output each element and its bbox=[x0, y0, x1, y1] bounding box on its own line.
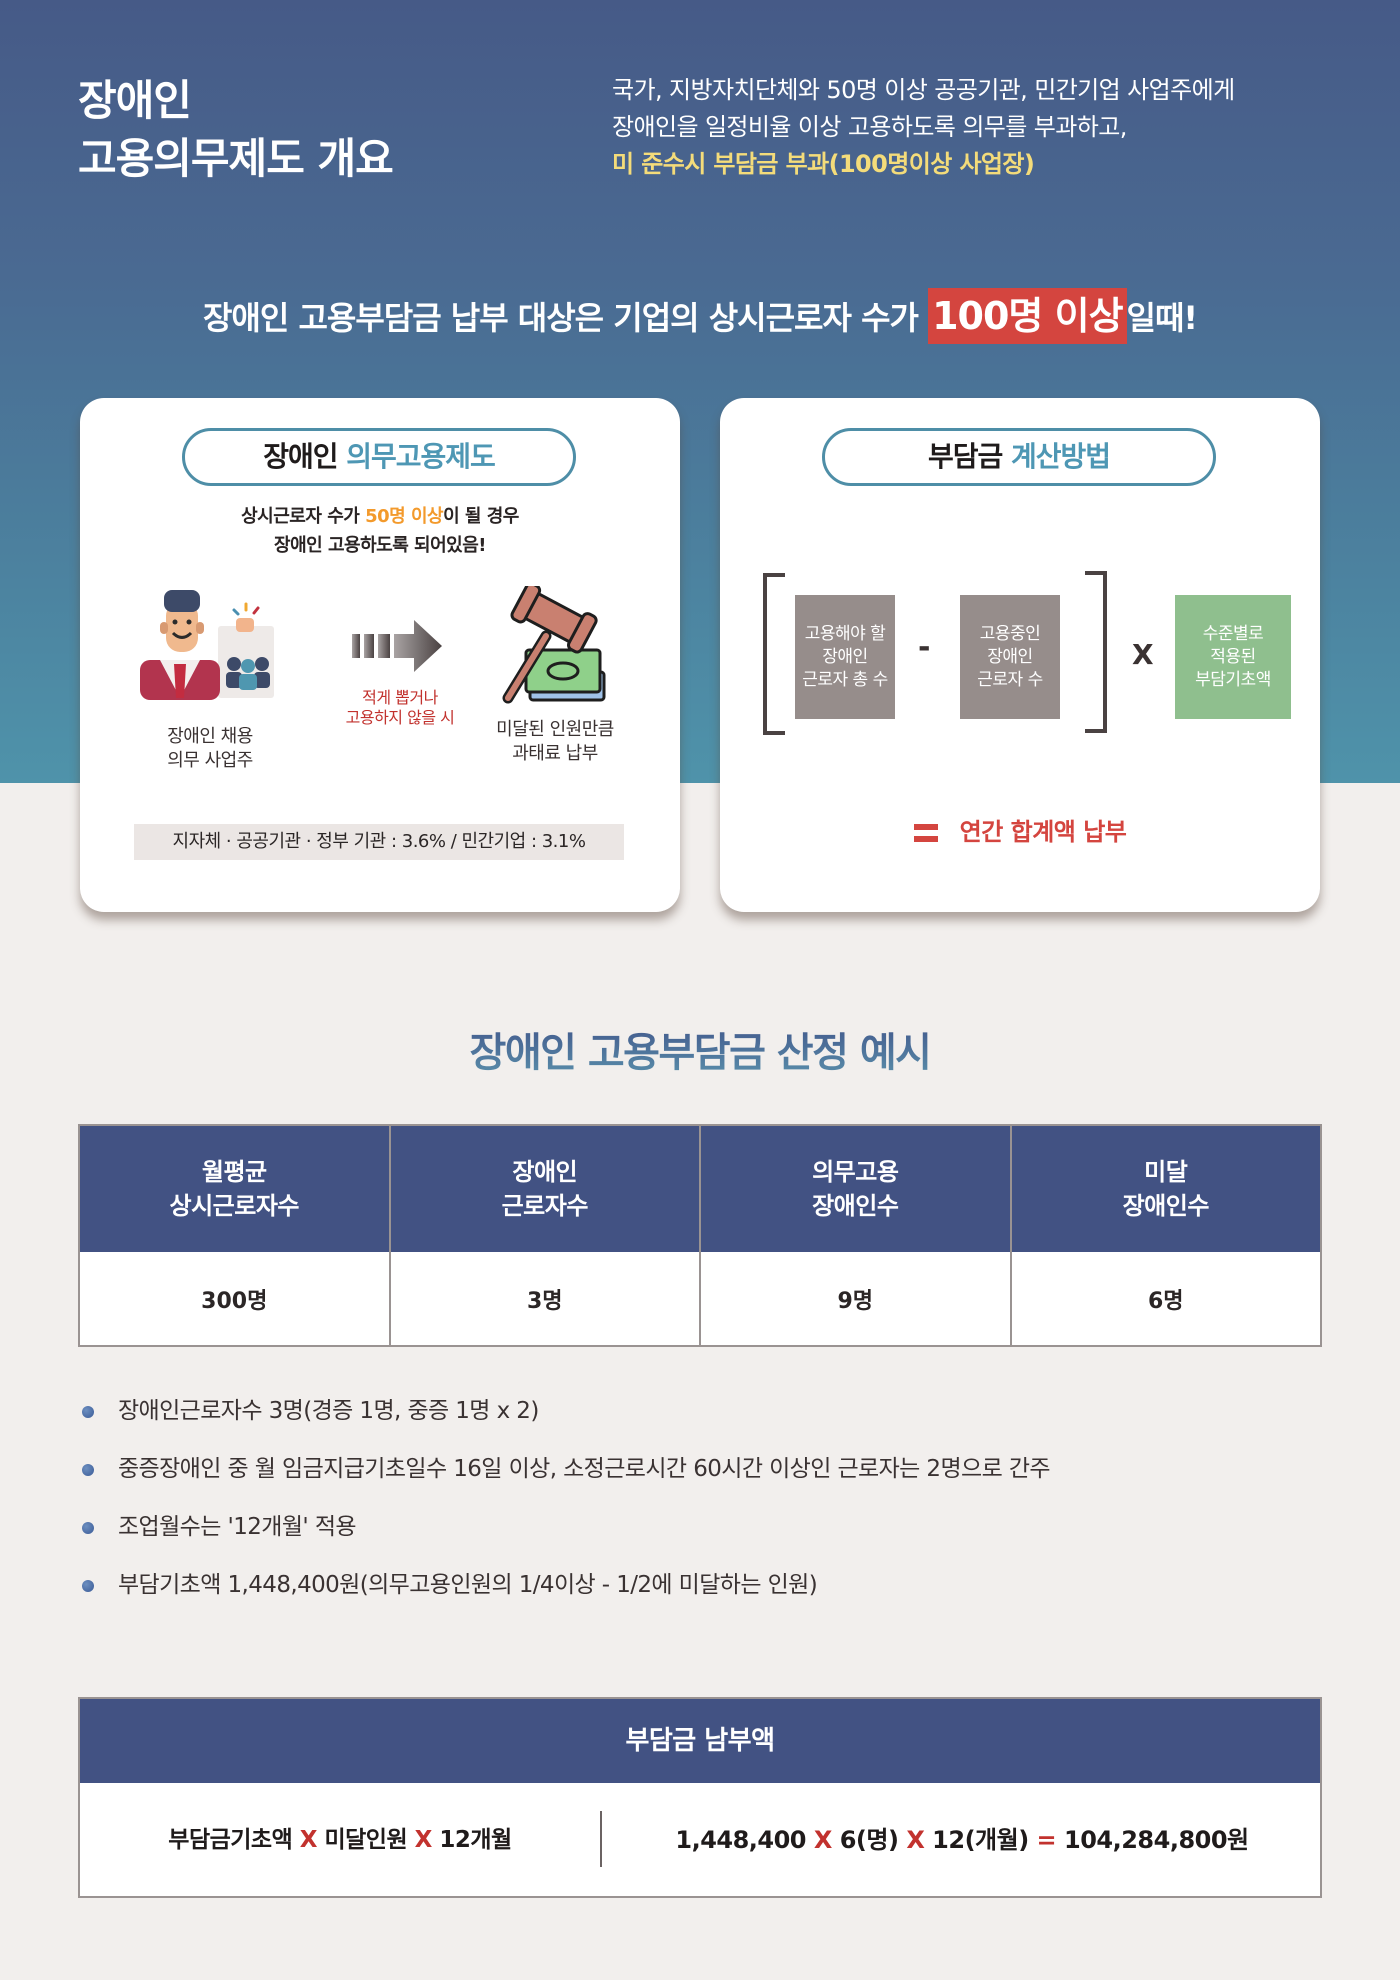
cell-monthly-avg-workers: 300명 bbox=[78, 1252, 391, 1346]
list-item: 부담기초액 1,448,400원(의무고용인원의 1/4이상 - 1/2에 미달… bbox=[82, 1556, 1050, 1614]
cell-disabled-workers: 3명 bbox=[388, 1252, 701, 1346]
employment-rate-bar: 지자체 · 공공기관 · 정부 기관 : 3.6% / 민간기업 : 3.1% bbox=[134, 824, 624, 860]
multiply-operator: X bbox=[1132, 638, 1154, 671]
arrow-label-line1: 적게 뽑거나 bbox=[362, 688, 438, 707]
right-bracket-icon bbox=[1085, 571, 1107, 733]
bullet-icon bbox=[82, 1406, 94, 1418]
bullet-icon bbox=[82, 1522, 94, 1534]
example-notes-list: 장애인근로자수 3명(경증 1명, 중증 1명 x 2) 중증장애인 중 월 임… bbox=[82, 1382, 1051, 1614]
card-title-accent: 의무고용제도 bbox=[346, 440, 496, 473]
box2-line3: 근로자 수 bbox=[977, 669, 1043, 690]
gavel-money-icon bbox=[500, 582, 610, 706]
arrow-condition-label: 적게 뽑거나 고용하지 않을 시 bbox=[310, 688, 490, 728]
card-title-dark: 장애인 bbox=[263, 440, 347, 473]
desc-line2: 장애인 고용하도록 되어있음! bbox=[274, 535, 486, 556]
box3-line1: 수준별로 bbox=[1202, 623, 1264, 644]
card-title-accent: 계산방법 bbox=[1010, 440, 1111, 473]
result-text: 연간 합계액 납부 bbox=[959, 818, 1127, 846]
intro-line3-highlight: 미 준수시 부담금 부과(100명이상 사업장) bbox=[612, 150, 1035, 178]
payment-calculation: 1,448,400 X 6(명) X 12(개월) = 104,284,800원 bbox=[675, 1826, 1249, 1854]
page-title: 장애인 고용의무제도 개요 bbox=[78, 72, 394, 188]
card-description: 상시근로자 수가 50명 이상이 될 경우 장애인 고용하도록 되어있음! bbox=[80, 502, 680, 560]
payment-formula: 부담금기초액 X 미달인원 X 12개월 bbox=[168, 1827, 512, 1853]
box1-line3: 근로자 총 수 bbox=[802, 669, 888, 690]
desc-highlight: 50명 이상 bbox=[365, 506, 444, 527]
box2-line2: 장애인 bbox=[987, 646, 1033, 667]
table-row: 300명 3명 9명 6명 bbox=[78, 1252, 1322, 1346]
arrow-right-icon bbox=[350, 620, 450, 672]
base-amount-box: 수준별로 적용된 부담기초액 bbox=[1175, 595, 1291, 719]
divider bbox=[600, 1811, 602, 1867]
intro-text: 국가, 지방자치단체와 50명 이상 공공기관, 민간기업 사업주에게 장애인을… bbox=[612, 72, 1235, 183]
list-item: 장애인근로자수 3명(경증 1명, 중증 1명 x 2) bbox=[82, 1382, 1050, 1440]
intro-line1: 국가, 지방자치단체와 50명 이상 공공기관, 민간기업 사업주에게 bbox=[612, 76, 1235, 104]
headline-prefix: 장애인 고용부담금 납부 대상은 기업의 상시근로자 수가 bbox=[202, 299, 929, 337]
card-title-pill: 부담금 계산방법 bbox=[822, 428, 1216, 486]
annual-total-result: 연간 합계액 납부 bbox=[720, 812, 1320, 847]
equals-icon bbox=[913, 824, 938, 842]
box2-line1: 고용중인 bbox=[979, 623, 1041, 644]
penalty-label: 미달된 인원만큼 과태료 납부 bbox=[470, 718, 640, 766]
employer-label-line1: 장애인 채용 bbox=[167, 726, 253, 747]
box3-line3: 부담기초액 bbox=[1195, 669, 1271, 690]
intro-line2: 장애인을 일정비율 이상 고용하도록 의무를 부과하고, bbox=[612, 113, 1127, 141]
payment-title: 부담금 남부액 bbox=[80, 1699, 1320, 1783]
payment-amount-box: 부담금 남부액 부담금기초액 X 미달인원 X 12개월 1,448,400 X… bbox=[78, 1697, 1322, 1898]
cell-required-disabled: 9명 bbox=[699, 1252, 1012, 1346]
minus-operator: - bbox=[918, 630, 931, 665]
employer-label: 장애인 채용 의무 사업주 bbox=[130, 725, 290, 773]
box1-line1: 고용해야 할 bbox=[804, 623, 886, 644]
bullet-icon bbox=[82, 1464, 94, 1476]
calculation-method-card: 부담금 계산방법 고용해야 할 장애인 근로자 총 수 - 고용중인 장애인 근… bbox=[720, 398, 1320, 912]
required-workers-box: 고용해야 할 장애인 근로자 총 수 bbox=[795, 595, 895, 719]
penalty-label-line2: 과태료 납부 bbox=[512, 743, 598, 764]
headline-highlight: 100명 이상 bbox=[928, 288, 1127, 344]
list-item: 조업월수는 '12개월' 적용 bbox=[82, 1498, 1050, 1556]
headline-suffix: 일때! bbox=[1126, 299, 1198, 337]
bullet-icon bbox=[82, 1580, 94, 1592]
desc-prefix: 상시근로자 수가 bbox=[241, 506, 366, 527]
penalty-label-line1: 미달된 인원만큼 bbox=[496, 719, 614, 740]
arrow-label-line2: 고용하지 않을 시 bbox=[345, 708, 455, 727]
page-title-line1: 장애인 bbox=[78, 76, 192, 125]
card-title-pill: 장애인 의무고용제도 bbox=[182, 428, 576, 486]
employer-icon bbox=[140, 588, 280, 708]
left-bracket-icon bbox=[763, 573, 785, 735]
box1-line2: 장애인 bbox=[822, 646, 868, 667]
page-title-line2: 고용의무제도 개요 bbox=[78, 134, 394, 183]
cell-shortfall-disabled: 6명 bbox=[1009, 1252, 1322, 1346]
desc-suffix: 이 될 경우 bbox=[443, 506, 519, 527]
mandatory-employment-card: 장애인 의무고용제도 상시근로자 수가 50명 이상이 될 경우 장애인 고용하… bbox=[80, 398, 680, 912]
box3-line2: 적용된 bbox=[1210, 646, 1256, 667]
employer-label-line2: 의무 사업주 bbox=[167, 750, 253, 771]
card-title-dark: 부담금 bbox=[927, 440, 1011, 473]
example-section-title: 장애인 고용부담금 산정 예시 bbox=[0, 1020, 1400, 1078]
list-item: 중증장애인 중 월 임금지급기초일수 16일 이상, 소정근로시간 60시간 이… bbox=[82, 1440, 1051, 1498]
employed-workers-box: 고용중인 장애인 근로자 수 bbox=[960, 595, 1060, 719]
